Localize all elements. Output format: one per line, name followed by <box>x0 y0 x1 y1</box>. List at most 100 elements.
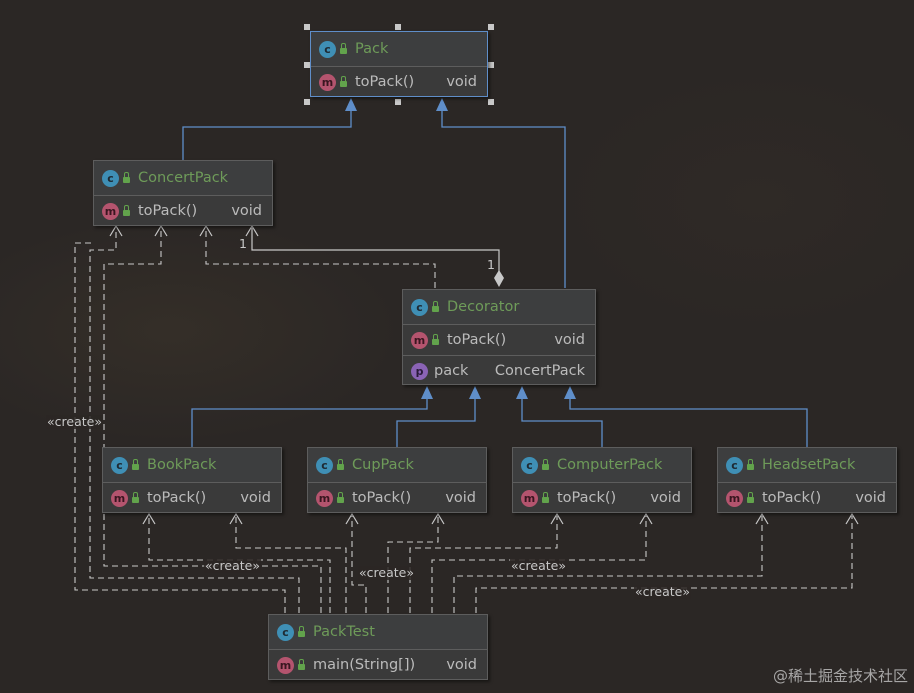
open-arrow-3 <box>199 224 213 237</box>
member-type: void <box>240 490 271 506</box>
class-box-decorator[interactable]: c Decorator m toPack() void p pack Conce… <box>402 289 596 385</box>
dep-packtest-headsetpack-a <box>453 516 763 613</box>
selection-handle[interactable] <box>488 62 494 68</box>
selection-handle[interactable] <box>304 62 310 68</box>
public-lock-icon <box>132 492 139 503</box>
public-lock-icon <box>340 43 347 54</box>
class-header: c PackTest <box>269 615 487 650</box>
member-row[interactable]: m toPack() void <box>308 483 486 513</box>
member-type: void <box>231 203 262 219</box>
public-lock-icon <box>123 172 130 183</box>
class-name: ComputerPack <box>557 457 663 473</box>
multiplicity-label: 1 <box>487 257 495 272</box>
public-lock-icon <box>542 492 549 503</box>
dep-packtest-concertpack-a <box>89 228 300 613</box>
class-name: PackTest <box>313 624 375 640</box>
member-type: ConcertPack <box>494 363 585 379</box>
member-row[interactable]: m toPack() void <box>311 67 487 97</box>
class-name: CupPack <box>352 457 414 473</box>
selection-handle[interactable] <box>488 24 494 30</box>
edge-decorator-aggregates-concertpack <box>251 228 500 275</box>
selection-handle[interactable] <box>395 24 401 30</box>
method-icon: m <box>277 656 294 674</box>
class-icon: c <box>277 623 294 641</box>
member-row[interactable]: m toPack() void <box>403 325 595 355</box>
public-lock-icon <box>747 492 754 503</box>
class-header: c ConcertPack <box>94 161 272 196</box>
member-name: toPack() <box>138 203 198 219</box>
member-type: void <box>445 490 476 506</box>
class-header: c ComputerPack <box>513 448 691 483</box>
create-label: «create» <box>510 558 567 573</box>
selection-handle[interactable] <box>304 24 310 30</box>
class-icon: c <box>521 456 538 474</box>
open-arrow-10 <box>755 512 769 525</box>
member-name: toPack() <box>355 74 415 90</box>
member-row[interactable]: m main(String[]) void <box>269 650 487 680</box>
member-row[interactable]: m toPack() void <box>513 483 691 513</box>
selection-handle[interactable] <box>395 99 401 105</box>
member-row[interactable]: m toPack() void <box>718 483 896 513</box>
class-name: Pack <box>355 41 389 57</box>
public-lock-icon <box>298 659 305 670</box>
public-lock-icon <box>340 76 347 87</box>
class-icon: c <box>411 298 428 316</box>
member-row[interactable]: m toPack() void <box>103 483 281 513</box>
public-lock-icon <box>337 459 344 470</box>
public-lock-icon <box>123 205 130 216</box>
create-label: «create» <box>46 414 103 429</box>
create-label: «create» <box>634 584 691 599</box>
dep-packtest-concertpack-b <box>74 242 286 613</box>
aggregation-edge <box>245 224 500 275</box>
public-lock-icon <box>542 459 549 470</box>
dep-packtest-concertpack-c <box>103 228 322 613</box>
class-name: ConcertPack <box>138 170 229 186</box>
class-name: BookPack <box>147 457 217 473</box>
method-icon: m <box>102 202 119 220</box>
dep-packtest-bookpack-b <box>235 516 347 613</box>
edge-computerpack-to-decorator <box>521 398 603 447</box>
method-icon: m <box>111 489 128 507</box>
member-name: toPack() <box>147 490 207 506</box>
class-name: HeadsetPack <box>762 457 856 473</box>
class-box-pack[interactable]: c Pack m toPack() void <box>310 31 488 97</box>
open-arrow-2 <box>154 224 168 237</box>
class-box-headsetpack[interactable]: c HeadsetPack m toPack() void <box>717 447 897 513</box>
member-name: toPack() <box>447 332 507 348</box>
class-box-packtest[interactable]: c PackTest m main(String[]) void <box>268 614 488 680</box>
member-row[interactable]: p pack ConcertPack <box>403 355 595 386</box>
class-icon: c <box>102 169 119 187</box>
member-row[interactable]: m toPack() void <box>94 196 272 226</box>
edge-concertpack-to-pack <box>182 110 352 160</box>
class-box-computerpack[interactable]: c ComputerPack m toPack() void <box>512 447 692 513</box>
class-header: c CupPack <box>308 448 486 483</box>
open-arrow-11 <box>845 512 859 525</box>
inheritance-arrowheads <box>345 98 576 399</box>
inheritance-edges <box>182 110 808 447</box>
selection-handle[interactable] <box>304 99 310 105</box>
class-header: c HeadsetPack <box>718 448 896 483</box>
class-box-cuppack[interactable]: c CupPack m toPack() void <box>307 447 487 513</box>
edge-headsetpack-to-decorator <box>569 398 808 447</box>
member-type: void <box>650 490 681 506</box>
selection-handle[interactable] <box>488 99 494 105</box>
open-arrow-9 <box>639 512 653 525</box>
class-box-bookpack[interactable]: c BookPack m toPack() void <box>102 447 282 513</box>
member-type: void <box>855 490 886 506</box>
edge-bookpack-to-decorator <box>191 398 428 447</box>
member-type: void <box>446 657 477 673</box>
open-arrow-7 <box>431 512 445 525</box>
open-arrow-6 <box>345 512 359 525</box>
open-arrow-4 <box>142 512 156 525</box>
open-arrow-8 <box>550 512 564 525</box>
member-type: void <box>554 332 585 348</box>
member-name: toPack() <box>762 490 822 506</box>
class-icon: c <box>726 456 743 474</box>
class-header: c Decorator <box>403 290 595 325</box>
class-header: c Pack <box>311 32 487 67</box>
arrowhead-decorator-3 <box>516 386 528 399</box>
multiplicity-label: 1 <box>239 236 247 251</box>
class-box-concertpack[interactable]: c ConcertPack m toPack() void <box>93 160 273 226</box>
member-type: void <box>446 74 477 90</box>
method-icon: m <box>319 73 336 91</box>
